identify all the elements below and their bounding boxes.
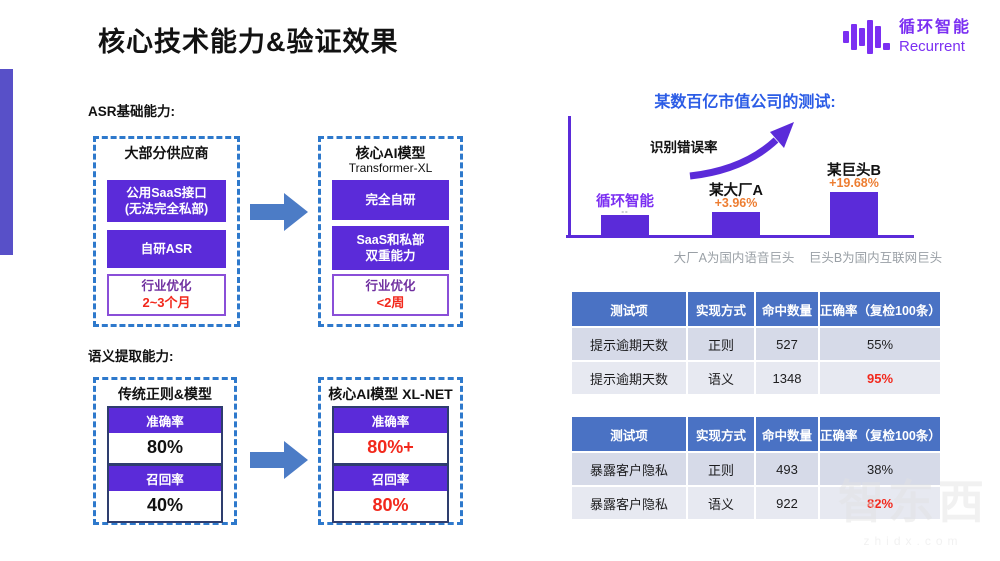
legacy-recall-label: 召回率 — [109, 466, 221, 491]
vendor-saas-api-line2: (无法完全私部) — [124, 202, 209, 216]
xlnet-recall-label: 召回率 — [334, 466, 447, 491]
legacy-recall-value: 40% — [109, 491, 221, 521]
trend-up-arrow-icon — [689, 122, 794, 180]
legacy-accuracy-value: 80% — [109, 433, 221, 463]
table-row: 提示逾期天数 正则 527 55% — [572, 328, 940, 360]
table-cell: 55% — [820, 328, 940, 360]
legacy-accuracy-card: 准确率 80% — [107, 406, 223, 465]
col-header: 正确率（复检100条） — [820, 292, 941, 326]
xlnet-accuracy-label: 准确率 — [334, 408, 447, 433]
waveform-logo-icon — [843, 16, 890, 58]
core-asr-subtitle: Transformer-XL — [348, 160, 433, 175]
table-row: 暴露客户隐私 正则 493 38% — [572, 453, 940, 485]
vendor-opt-title: 行业优化 — [141, 279, 192, 294]
core-saas-private-line1: SaaS和私部 — [356, 232, 425, 247]
core-saas-private-item: SaaS和私部 双重能力 — [332, 226, 449, 270]
core-industry-opt-card: 行业优化 <2周 — [332, 274, 449, 316]
table-cell: 493 — [756, 453, 818, 485]
metric-label: 识别错误率 — [650, 140, 718, 155]
table-header-row: 测试项 实现方式 命中数量 正确率（复检100条） — [572, 292, 941, 326]
page-title: 核心技术能力&验证效果 — [98, 27, 399, 57]
legacy-box-title: 传统正则&模型 — [117, 386, 213, 402]
table-row: 暴露客户隐私 语义 922 82% — [572, 487, 940, 519]
vendor-self-asr-label: 自研ASR — [140, 241, 193, 256]
legacy-accuracy-label: 准确率 — [109, 408, 221, 433]
col-header: 实现方式 — [688, 417, 754, 451]
chart-title: 某数百亿市值公司的测试: — [654, 94, 836, 111]
chart-footnote-a: 大厂A为国内语音巨头 — [673, 251, 795, 265]
table-row: 提示逾期天数 语义 1348 95% — [572, 362, 940, 394]
col-header: 测试项 — [572, 292, 686, 326]
table-cell: 38% — [820, 453, 940, 485]
vendor-opt-value: 2~3个月 — [142, 294, 191, 310]
core-xlnet-box: 核心AI模型 XL-NET 准确率 80%+ 召回率 80% — [318, 377, 463, 525]
bar-delta-giant-b: +19.68% — [829, 176, 879, 190]
watermark-subtext: zhidx.com — [863, 534, 963, 548]
bar-delta-recurrent: -- — [621, 207, 629, 216]
error-rate-chart: 识别错误率 循环智能 -- 某大厂A +3.96% 某巨头B +19.68% — [560, 110, 920, 265]
table-cell: 922 — [756, 487, 818, 519]
chart-bar — [601, 215, 649, 235]
table-cell: 提示逾期天数 — [572, 328, 686, 360]
left-accent-strip — [0, 69, 13, 255]
core-opt-value: <2周 — [376, 294, 405, 310]
bar-label-vendor-a: 某大厂A — [709, 183, 763, 199]
table-cell: 暴露客户隐私 — [572, 453, 686, 485]
vendor-self-asr-item: 自研ASR — [107, 230, 226, 268]
xlnet-recall-value: 80% — [334, 491, 447, 521]
col-header: 测试项 — [572, 417, 686, 451]
col-header: 命中数量 — [756, 417, 818, 451]
chart-x-axis — [566, 235, 914, 238]
table-cell: 提示逾期天数 — [572, 362, 686, 394]
col-header: 实现方式 — [688, 292, 754, 326]
bar-delta-vendor-a: +3.96% — [714, 196, 758, 210]
table-cell: 语义 — [688, 362, 754, 394]
core-asr-title: 核心AI模型 — [355, 145, 426, 161]
core-opt-title: 行业优化 — [365, 279, 416, 294]
brand-logo: 循环智能 Recurrent — [843, 16, 971, 58]
vendor-saas-api-line1: 公用SaaS接口 — [126, 185, 207, 200]
chart-y-axis — [568, 116, 571, 238]
right-arrow-icon — [250, 193, 308, 231]
xlnet-accuracy-value: 80%+ — [334, 433, 447, 463]
bar-label-recurrent: 循环智能 — [596, 194, 654, 210]
core-selfdev-item: 完全自研 — [332, 180, 449, 220]
table-cell: 527 — [756, 328, 818, 360]
core-xlnet-title: 核心AI模型 XL-NET — [328, 386, 453, 402]
bar-label-giant-b: 某巨头B — [827, 163, 881, 179]
col-header: 命中数量 — [756, 292, 818, 326]
table-cell-highlight: 95% — [820, 362, 940, 394]
vendor-industry-opt-card: 行业优化 2~3个月 — [107, 274, 226, 316]
legacy-regex-box: 传统正则&模型 准确率 80% 召回率 40% — [93, 377, 237, 525]
vendor-saas-api-item: 公用SaaS接口 (无法完全私部) — [107, 180, 226, 222]
table-cell: 1348 — [756, 362, 818, 394]
semantic-section-label: 语义提取能力: — [88, 349, 174, 364]
table-cell: 暴露客户隐私 — [572, 487, 686, 519]
table-cell: 正则 — [688, 453, 754, 485]
table-cell: 正则 — [688, 328, 754, 360]
table-cell-highlight: 82% — [820, 487, 940, 519]
table-header-row: 测试项 实现方式 命中数量 正确率（复检100条） — [572, 417, 941, 451]
chart-bar — [830, 192, 878, 235]
overdue-days-table: 测试项 实现方式 命中数量 正确率（复检100条） 提示逾期天数 正则 527 … — [570, 290, 942, 396]
chart-bar — [712, 212, 760, 235]
asr-section-label: ASR基础能力: — [88, 104, 175, 119]
brand-name-en: Recurrent — [899, 37, 965, 55]
privacy-exposure-table: 测试项 实现方式 命中数量 正确率（复检100条） 暴露客户隐私 正则 493 … — [570, 415, 942, 521]
xlnet-accuracy-card: 准确率 80%+ — [332, 406, 449, 465]
core-saas-private-line2: 双重能力 — [365, 249, 416, 263]
xlnet-recall-card: 召回率 80% — [332, 464, 449, 523]
table-cell: 语义 — [688, 487, 754, 519]
core-asr-box: 核心AI模型 Transformer-XL 完全自研 SaaS和私部 双重能力 … — [318, 136, 463, 327]
chart-footnote-b: 巨头B为国内互联网巨头 — [808, 251, 943, 265]
right-arrow-icon — [250, 441, 308, 479]
core-selfdev-label: 完全自研 — [365, 192, 416, 207]
vendor-asr-box: 大部分供应商 公用SaaS接口 (无法完全私部) 自研ASR 行业优化 2~3个… — [93, 136, 240, 327]
legacy-recall-card: 召回率 40% — [107, 464, 223, 523]
col-header: 正确率（复检100条） — [820, 417, 941, 451]
vendor-box-title: 大部分供应商 — [124, 145, 209, 161]
brand-name-cn: 循环智能 — [899, 19, 972, 37]
